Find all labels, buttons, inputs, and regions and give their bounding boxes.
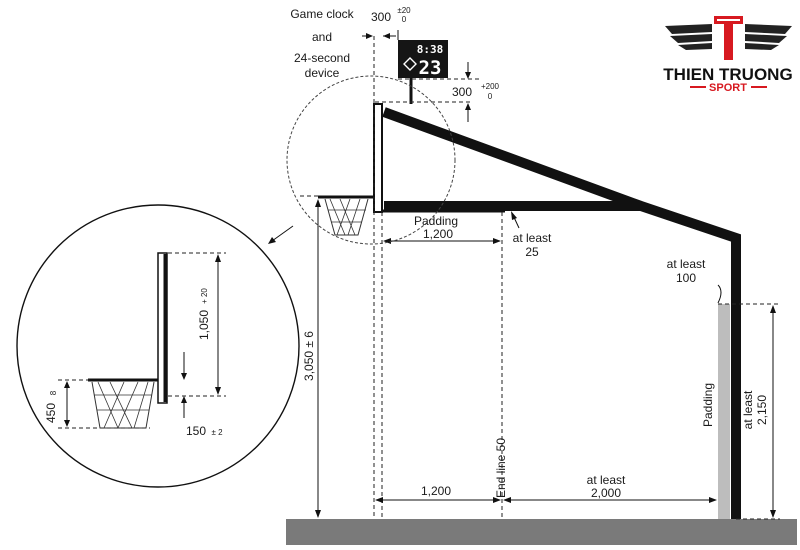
at-least-25-label-1: at least: [513, 231, 552, 245]
detail-450-label: 450: [44, 403, 58, 423]
game-clock-label-3: 24-second: [294, 51, 350, 65]
game-clock-label-2: and: [312, 30, 332, 44]
padding-dim-label: 1,200: [423, 227, 453, 241]
support-structure: [382, 107, 741, 519]
padding-side-label: Padding: [701, 383, 715, 427]
game-clock-label-1: Game clock: [290, 7, 354, 21]
detail-150-tol: ± 2: [211, 428, 223, 437]
game-clock-scoreboard: 8:38 23: [398, 40, 448, 104]
detail-1050-label: 1,050: [197, 310, 211, 340]
top-tol-lower: 0: [402, 15, 407, 24]
backboard: [373, 103, 383, 213]
clock-tol-upper: +200: [481, 82, 500, 91]
basket: [318, 195, 374, 236]
floor-at-least-label: at least: [587, 473, 626, 487]
reference-lines: [300, 36, 780, 520]
diamond-icon: [403, 57, 417, 71]
brand-logo: THIEN TRUONG SPORT: [663, 16, 793, 94]
top-tol-upper: ±20: [397, 6, 411, 15]
padding-top-label: Padding: [414, 214, 458, 228]
clock-300-label: 300: [452, 85, 472, 99]
top-300-label: 300: [371, 10, 391, 24]
brand-tagline: SPORT: [709, 82, 747, 94]
floor: [286, 519, 797, 545]
height-3050-label: 3,050 ± 6: [302, 331, 316, 381]
at-least-100-label-2: 100: [676, 271, 696, 285]
clock-tol-lower: 0: [488, 92, 493, 101]
labels: Game clock and 24-second device 300 ±20 …: [44, 6, 769, 500]
detail-1050-tol: + 20: [200, 288, 209, 304]
at-least-25-label-2: 25: [525, 245, 539, 259]
floor-1200-label: 1,200: [421, 484, 451, 498]
detail-backboard: [157, 252, 168, 404]
brand-name: THIEN TRUONG: [663, 65, 792, 84]
detail-450-tol: 8: [49, 390, 58, 395]
end-line-label: End line 50: [494, 438, 508, 498]
side-2150-label: 2,150: [755, 395, 769, 425]
detail-150-label: 150: [186, 424, 206, 438]
detail-view: [16, 204, 300, 488]
wings-logo-icon: [665, 16, 792, 60]
floor-2000-label: 2,000: [591, 486, 621, 500]
side-padding: [718, 304, 730, 519]
shot-clock-value: 23: [419, 57, 442, 79]
dimension-lines: [268, 30, 776, 518]
game-clock-label-4: device: [305, 66, 340, 80]
side-at-least-label: at least: [741, 390, 755, 429]
scoreboard-time: 8:38: [417, 43, 444, 56]
zoom-circle: [286, 75, 456, 245]
at-least-100-label-1: at least: [667, 257, 706, 271]
